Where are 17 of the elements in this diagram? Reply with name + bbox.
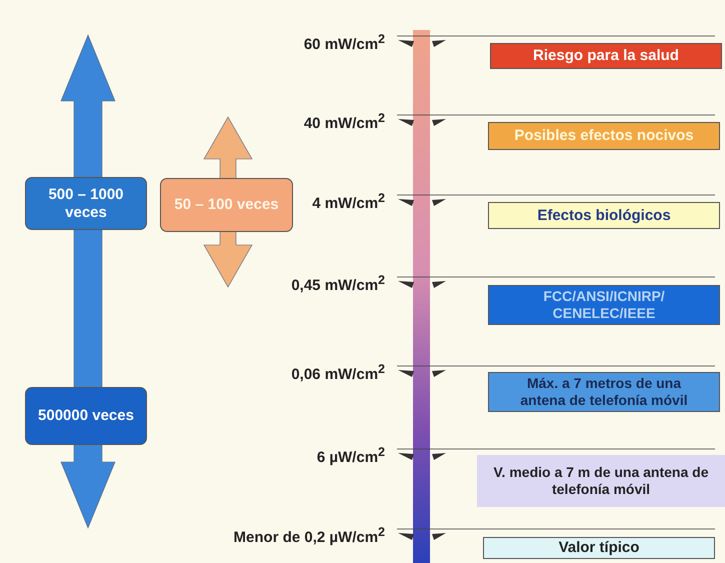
value-label: 4 mW/cm$^{2}$ — [312, 191, 385, 212]
category-box: FCC/ANSI/ICNIRP/ CENELEC/IEEE — [488, 285, 720, 325]
category-box: Riesgo para la salud — [490, 43, 722, 69]
value-label: 40 mW/cm$^{2}$ — [304, 111, 385, 132]
category-box: Máx. a 7 metros de una antena de telefonía móvil — [488, 372, 720, 412]
category-box: Posibles efectos nocivos — [488, 122, 720, 150]
category-box: V. medio a 7 m de una antena de telefonía móvil — [477, 455, 725, 507]
value-label: 0,45 mW/cm$^{2}$ — [291, 273, 385, 294]
ratio-box: 500 – 1000 veces — [25, 177, 147, 230]
ratio-box: 50 – 100 veces — [160, 178, 293, 232]
value-label: Menor de 0,2 µW/cm$^{2}$ — [234, 525, 385, 546]
ratio-box: 500000 veces — [25, 387, 147, 445]
value-label: 60 mW/cm$^{2}$ — [304, 32, 385, 53]
category-box: Efectos biológicos — [488, 202, 720, 229]
value-label: 0,06 mW/cm$^{2}$ — [291, 362, 385, 383]
category-box: Valor típico — [483, 537, 715, 559]
value-label: 6 µW/cm$^{2}$ — [316, 445, 385, 466]
